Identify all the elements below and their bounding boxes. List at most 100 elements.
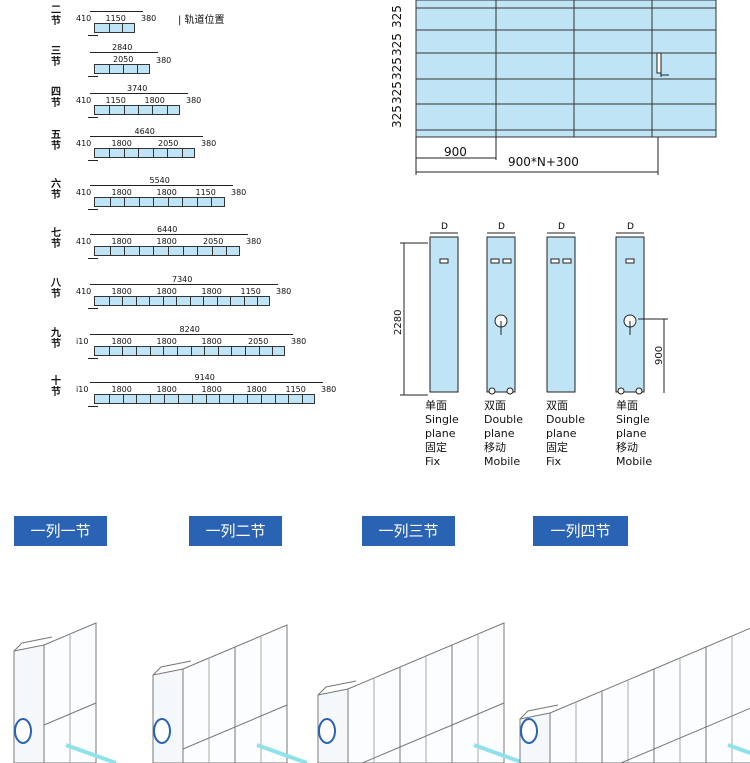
left-offset-label: 410 — [76, 14, 92, 23]
track-divider — [181, 149, 183, 157]
track-divider — [243, 297, 245, 305]
track-divider — [163, 347, 165, 355]
track-divider — [219, 395, 221, 403]
track-divider — [189, 297, 191, 305]
track-divider — [123, 106, 125, 114]
track-bar — [94, 346, 285, 356]
track-bar — [94, 197, 225, 207]
dimension-line — [90, 284, 278, 285]
track-divider — [226, 247, 228, 255]
shelf-height-label: 325 — [390, 5, 404, 28]
cabinet-outline — [549, 627, 750, 763]
track-divider — [138, 247, 140, 255]
track-divider — [124, 247, 126, 255]
track-divider — [153, 198, 155, 206]
track-divider — [109, 65, 110, 73]
segment-length-label: 1150 — [285, 385, 306, 394]
track-divider — [288, 395, 290, 403]
depth-label: D — [498, 222, 505, 232]
cabinet-illustrations — [13, 622, 750, 763]
total-length-label: 2840 — [112, 43, 133, 52]
total-length-label: 5540 — [149, 176, 170, 185]
track-divider — [109, 149, 111, 157]
track-divider — [205, 395, 207, 403]
track-divider — [211, 247, 213, 255]
track-divider — [166, 106, 168, 114]
config-tag: 一列一节 — [14, 516, 107, 546]
track-divider — [257, 297, 259, 305]
track-divider — [245, 347, 247, 355]
wheel-handle-icon — [14, 718, 32, 744]
right-offset-label: 380 — [321, 385, 337, 394]
track-divider — [109, 247, 111, 255]
track-divider — [136, 395, 138, 403]
track-divider — [230, 297, 232, 305]
total-length-label: 7340 — [172, 275, 193, 284]
track-bar — [94, 23, 135, 33]
dimension-line — [90, 334, 293, 335]
dimension-line — [88, 209, 98, 210]
dimension-line — [88, 160, 98, 161]
right-offset-label: 380 — [141, 14, 157, 23]
dimension-line — [88, 258, 98, 259]
segment-length-label: 1150 — [105, 96, 126, 105]
track-bar — [94, 394, 315, 404]
cabinet-outline — [152, 660, 192, 676]
config-tag: 一列三节 — [362, 516, 455, 546]
track-divider — [182, 198, 184, 206]
track-divider — [138, 106, 139, 114]
cabinet-outline — [256, 743, 308, 763]
segment-length-label: 1800 — [156, 287, 177, 296]
total-length-label: 9140 — [194, 373, 215, 382]
cabinet-outline — [360, 702, 505, 763]
track-divider — [182, 247, 184, 255]
segment-length-label: 2050 — [248, 337, 269, 346]
section-label: 八节 — [51, 278, 61, 300]
segment-length-label: 1800 — [201, 287, 222, 296]
left-offset-label: i10 — [76, 337, 89, 346]
segment-length-label: 2050 — [113, 55, 134, 64]
front-elevation-drawing — [415, 0, 717, 175]
wheel-handle-icon — [153, 718, 171, 744]
left-offset-label: 410 — [76, 188, 92, 197]
track-divider — [162, 297, 164, 305]
track-bar — [94, 64, 150, 74]
segment-length-label: 2050 — [158, 139, 179, 148]
track-divider — [108, 297, 110, 305]
track-divider — [137, 65, 138, 73]
dimension-line — [90, 136, 203, 137]
config-tag: 一列四节 — [533, 516, 628, 546]
track-divider — [168, 247, 169, 255]
dimension-line — [88, 76, 98, 77]
right-offset-label: 380 — [186, 96, 202, 105]
shelf-height-label: 325 — [390, 81, 404, 104]
track-bar — [94, 105, 180, 115]
track-divider — [153, 247, 155, 255]
segment-length-label: 1800 — [111, 237, 132, 246]
right-offset-label: 380 — [156, 56, 172, 65]
total-length-label: 8240 — [179, 325, 200, 334]
track-divider — [108, 347, 110, 355]
segment-length-label: 1800 — [201, 337, 222, 346]
track-divider — [122, 395, 124, 403]
track-divider — [191, 395, 193, 403]
segment-length-label: 1800 — [201, 385, 222, 394]
cabinet-outline — [43, 702, 97, 726]
left-offset-label: 410 — [76, 96, 92, 105]
left-offset-label: i10 — [76, 385, 89, 394]
config-tag: 一列二节 — [189, 516, 282, 546]
track-divider — [196, 198, 198, 206]
segment-length-label: 1800 — [111, 139, 132, 148]
config-section: 一列一节 一列二节 一列三节 一列四节 — [0, 505, 750, 763]
track-divider — [150, 395, 152, 403]
track-divider — [108, 395, 110, 403]
segment-length-label: 1800 — [156, 385, 177, 394]
left-offset-label: 410 — [76, 139, 92, 148]
track-divider — [149, 297, 151, 305]
track-divider — [272, 347, 274, 355]
